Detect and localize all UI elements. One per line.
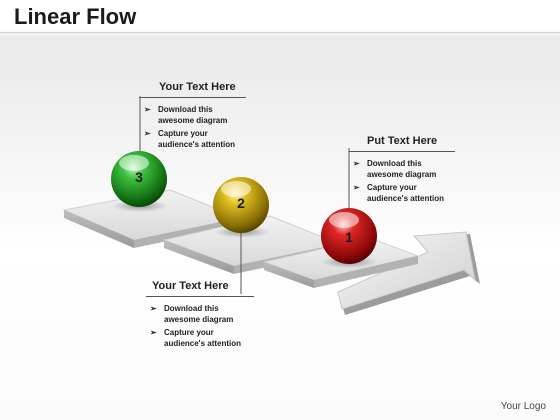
list-item: ➢Capture your audience's attention — [150, 328, 242, 348]
ball-step-2 — [213, 177, 269, 233]
callout-bullet-list: ➢Download this awesome diagram ➢Capture … — [349, 158, 455, 204]
list-item: ➢Download this awesome diagram — [150, 304, 234, 324]
page-title: Linear Flow — [14, 4, 137, 29]
callout-heading: Your Text Here — [146, 280, 254, 297]
step-number-2: 2 — [237, 195, 245, 211]
callout-heading: Your Text Here — [140, 81, 246, 98]
list-item: ➢Download this awesome diagram — [144, 105, 228, 125]
callout-bottom: Your Text Here ➢Download this awesome di… — [146, 280, 254, 351]
callout-top-left: Your Text Here ➢Download this awesome di… — [140, 81, 246, 152]
bullet-arrow-icon: ➢ — [353, 159, 360, 168]
callout-bullet-list: ➢Download this awesome diagram ➢Capture … — [146, 303, 254, 349]
list-item: ➢Capture your audience's attention — [144, 129, 236, 149]
step-platform-3 — [62, 189, 242, 248]
callout-top-right: Put Text Here ➢Download this awesome dia… — [349, 135, 455, 206]
list-item: ➢Download this awesome diagram — [353, 159, 437, 179]
callout-heading: Put Text Here — [349, 135, 455, 152]
bullet-arrow-icon: ➢ — [150, 304, 157, 313]
bullet-arrow-icon: ➢ — [144, 129, 151, 138]
bullet-arrow-icon: ➢ — [144, 105, 151, 114]
callout-bullet-list: ➢Download this awesome diagram ➢Capture … — [140, 104, 246, 150]
flow-arrow — [337, 231, 480, 315]
step-number-3: 3 — [135, 169, 143, 185]
bullet-arrow-icon: ➢ — [353, 183, 360, 192]
ball-step-3 — [111, 151, 167, 207]
logo-text: Your Logo — [500, 401, 546, 412]
ball-step-1 — [321, 208, 377, 264]
title-divider — [0, 32, 560, 33]
bullet-arrow-icon: ➢ — [150, 328, 157, 337]
list-item: ➢Capture your audience's attention — [353, 183, 445, 203]
step-number-1: 1 — [345, 229, 353, 245]
